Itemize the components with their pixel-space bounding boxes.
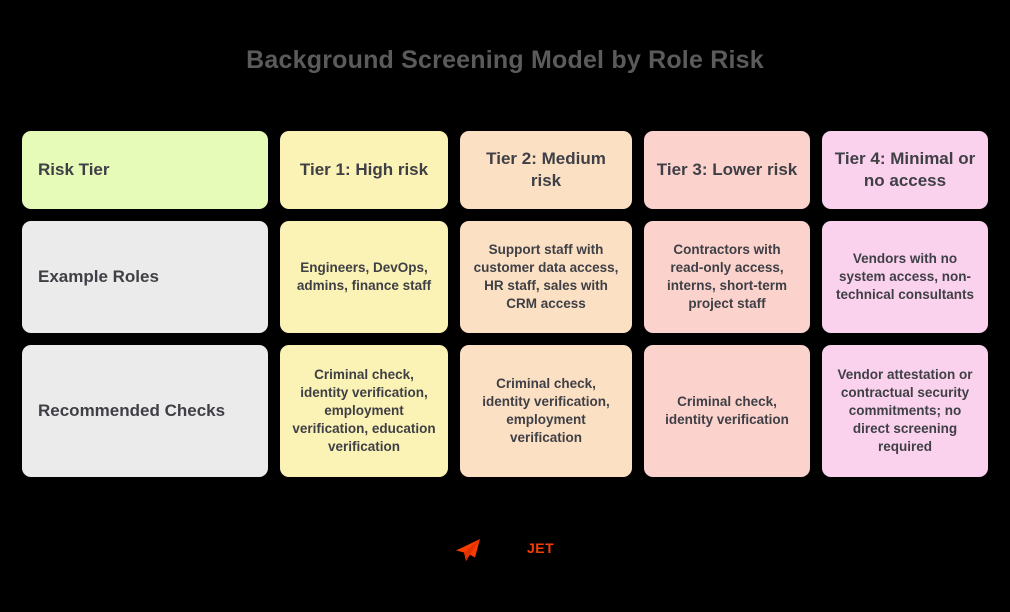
row-label-recommended-checks: Recommended Checks xyxy=(22,345,268,477)
table-row: Recommended Checks Criminal check, ident… xyxy=(22,345,988,477)
cell-recommended-checks-tier-1: Criminal check, identity verification, e… xyxy=(280,345,448,477)
page-title: Background Screening Model by Role Risk xyxy=(246,46,764,74)
header-cell-tier-4: Tier 4: Minimal or no access xyxy=(822,131,988,209)
header-cell-risk-tier: Risk Tier xyxy=(22,131,268,209)
cell-example-roles-tier-1: Engineers, DevOps, admins, finance staff xyxy=(280,221,448,333)
risk-tier-matrix: Risk Tier Tier 1: High risk Tier 2: Medi… xyxy=(22,131,988,477)
cell-example-roles-tier-2: Support staff with customer data access,… xyxy=(460,221,632,333)
cell-example-roles-tier-3: Contractors with read-only access, inter… xyxy=(644,221,810,333)
header-cell-tier-3: Tier 3: Lower risk xyxy=(644,131,810,209)
table-row: Example Roles Engineers, DevOps, admins,… xyxy=(22,221,988,333)
paper-plane-icon xyxy=(455,538,481,562)
brand-wordmark: JET xyxy=(527,540,555,556)
header-cell-tier-2: Tier 2: Medium risk xyxy=(460,131,632,209)
cell-recommended-checks-tier-3: Criminal check, identity verification xyxy=(644,345,810,477)
row-label-example-roles: Example Roles xyxy=(22,221,268,333)
table-header-row: Risk Tier Tier 1: High risk Tier 2: Medi… xyxy=(22,131,988,209)
cell-recommended-checks-tier-4: Vendor attestation or contractual securi… xyxy=(822,345,988,477)
header-cell-tier-1: Tier 1: High risk xyxy=(280,131,448,209)
cell-recommended-checks-tier-2: Criminal check, identity verification, e… xyxy=(460,345,632,477)
footer-brand: JET xyxy=(455,536,567,566)
cell-example-roles-tier-4: Vendors with no system access, non-techn… xyxy=(822,221,988,333)
